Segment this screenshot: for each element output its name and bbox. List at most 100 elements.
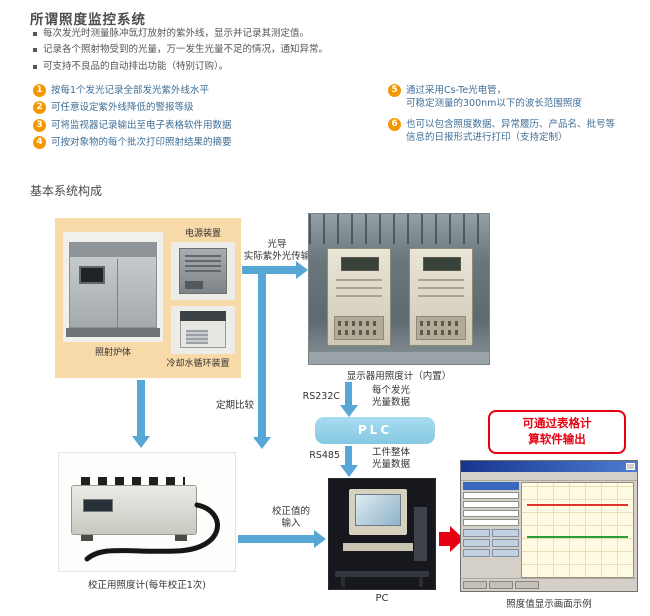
power-supply-photo <box>171 242 235 300</box>
cabinet-cables <box>309 214 489 244</box>
light-guide-label: 光导 实际紫外光传输 <box>243 239 311 263</box>
output-arrow-shaft <box>439 532 450 546</box>
pc-tower <box>414 507 427 561</box>
chart-red-line <box>527 503 628 506</box>
feature-text: 可按对象物的每个批次打印照射结果的摘要 <box>51 136 232 148</box>
furnace-label: 照射炉体 <box>94 348 131 358</box>
number-badge-icon: 6 <box>388 117 401 131</box>
mini-button <box>463 539 490 547</box>
furnace-base <box>66 328 160 337</box>
pc-cart-shelf <box>335 571 429 577</box>
intro-bullet: 可支持不良品的自动排出功能（特别订购）。 <box>33 61 328 73</box>
chart-green-line <box>527 535 628 538</box>
rs485-arrow-head-icon <box>340 465 358 477</box>
spreadsheet-output-note: 可通过表格计 算软件输出 <box>488 410 626 454</box>
side-panel-field <box>463 510 519 517</box>
close-icon <box>626 463 635 470</box>
page-title: 所谓照度监控系统 <box>30 12 146 28</box>
mini-button <box>492 549 519 557</box>
furnace-top-panel <box>69 242 157 257</box>
feature-item: 3 可将监视器记录输出至电子表格软件用数据 <box>33 118 373 132</box>
power-supply-label: 电源装置 <box>184 229 221 239</box>
cabinet-floor <box>309 352 489 364</box>
terminal-row <box>420 321 462 326</box>
mini-button <box>492 529 519 537</box>
meter-terminals <box>334 316 384 340</box>
power-supply-vents <box>185 255 221 275</box>
furnace-window <box>79 266 105 284</box>
side-panel-field <box>463 519 519 526</box>
monitor-caption: 显示器用照度计（内置） <box>346 371 452 382</box>
mini-button <box>492 539 519 547</box>
uv-system-panel: 电源装置 照射炉体 冷却水循环装置 <box>55 218 241 378</box>
pc-photo <box>328 478 436 590</box>
intro-bullet: 每次发光时测量脉冲氙灯放射的紫外线，显示并记录其测定值。 <box>33 28 328 40</box>
window-statusbar <box>461 578 637 591</box>
side-panel-field <box>463 501 519 508</box>
periodic-compare-label: 定期比较 <box>215 400 254 411</box>
light-guide-arrow-head-icon <box>296 261 308 279</box>
number-badge-icon: 5 <box>388 84 401 97</box>
illuminance-trend-chart <box>521 482 634 578</box>
rs485-arrow-shaft <box>345 446 352 466</box>
calibration-meter-photo <box>58 452 236 572</box>
furnace-door-seam <box>117 259 118 328</box>
calibration-foot <box>175 535 187 541</box>
calibration-connectors <box>81 477 185 485</box>
cooling-unit-label: 冷却水循环装置 <box>166 359 230 369</box>
sample-screen-caption: 照度值显示画面示例 <box>506 599 592 610</box>
meter-controls <box>336 279 382 303</box>
feature-item: 4 可按对象物的每个批次打印照射结果的摘要 <box>33 135 373 149</box>
window-menubar <box>461 472 637 481</box>
monitor-illuminance-meter-photo <box>308 213 490 365</box>
intro-bullet-list: 每次发光时测量脉冲氙灯放射的紫外线，显示并记录其测定值。 记录各个照射物受到的光… <box>33 28 328 77</box>
terminal-row <box>420 330 462 335</box>
intro-bullet: 记录各个照射物受到的光量，万一发生光量不足的情况，通知异常。 <box>33 44 328 56</box>
mini-button <box>463 581 487 589</box>
feature-item: 1 按每1个发光记录全部发光紫外线水平 <box>33 84 373 97</box>
number-badge-icon: 2 <box>33 101 46 115</box>
periodic-compare-arrow-shaft <box>258 266 266 438</box>
meter-unit <box>409 248 473 346</box>
meter-terminals <box>416 316 466 340</box>
window-side-panel <box>463 482 519 578</box>
side-panel-buttons <box>463 529 519 557</box>
feature-text: 按每1个发光记录全部发光紫外线水平 <box>51 85 210 96</box>
feature-text: 也可以包含照度数据、异常履历、产品名、批号等 信息的日报形式进行打印（支持定制） <box>406 118 616 143</box>
cooling-unit-top <box>180 311 226 321</box>
per-flash-data-label: 每个发光 光量数据 <box>372 385 411 409</box>
periodic-compare-arrow-head-icon <box>253 437 271 449</box>
calibration-caption: 校正用照度计(每年校正1次) <box>88 580 206 591</box>
rs232c-label: RS232C <box>302 391 340 402</box>
feature-text: 可将监视器记录输出至电子表格软件用数据 <box>51 119 232 131</box>
feature-item: 2 可任意设定紫外线降低的警报等级 <box>33 101 373 115</box>
cooling-unit-grill <box>186 330 208 344</box>
window-titlebar <box>461 461 637 472</box>
calibration-cable <box>84 502 220 562</box>
pc-caption: PC <box>375 593 389 604</box>
bullet-text: 每次发光时测量脉冲氙灯放射的紫外线，显示并记录其测定值。 <box>43 28 310 39</box>
pc-cart-leg <box>419 577 423 587</box>
mini-button <box>489 581 513 589</box>
meter-unit <box>327 248 391 346</box>
mini-button <box>463 549 490 557</box>
side-panel-field <box>463 492 519 499</box>
rs232c-arrow-head-icon <box>340 405 358 417</box>
bullet-icon <box>33 64 37 69</box>
section-title: 基本系统构成 <box>30 184 103 198</box>
bullet-text: 记录各个照射物受到的光量，万一发生光量不足的情况，通知异常。 <box>43 44 329 56</box>
calibration-input-arrow-shaft <box>238 535 314 543</box>
number-badge-icon: 3 <box>33 118 46 132</box>
feature-list-right: 5 通过采用Cs-Te光电管， 可稳定测量的300nm以下的波长范围照度 6 也… <box>388 84 628 151</box>
terminal-row <box>338 321 380 326</box>
feature-text: 可任意设定紫外线降低的警报等级 <box>51 102 194 114</box>
meter-display <box>341 257 379 271</box>
calibration-input-arrow-head-icon <box>314 530 326 548</box>
furnace-photo <box>63 232 163 342</box>
calibration-foot <box>81 535 93 541</box>
number-badge-icon: 1 <box>33 84 46 97</box>
terminal-row <box>338 330 380 335</box>
panel-to-calibration-arrow-shaft <box>137 380 145 437</box>
pc-keyboard <box>343 543 413 551</box>
